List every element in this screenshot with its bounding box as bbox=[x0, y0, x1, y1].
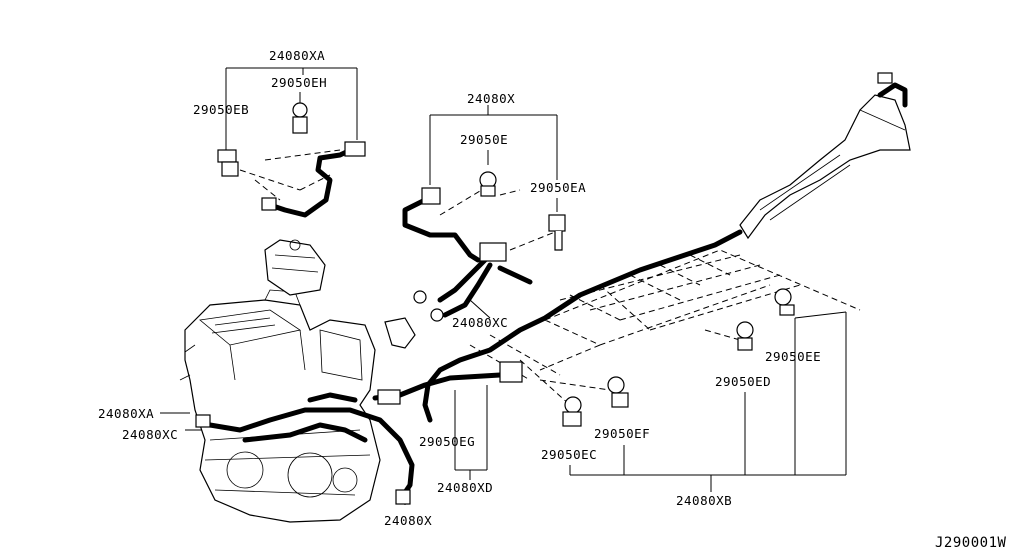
clip-29050ea[interactable] bbox=[548, 214, 566, 251]
label-29050ee[interactable]: 29050EE bbox=[765, 349, 821, 364]
label-24080xa-left[interactable]: 24080XA bbox=[98, 406, 154, 421]
clip-29050ef[interactable] bbox=[607, 376, 629, 408]
label-24080xb[interactable]: 24080XB bbox=[676, 493, 732, 508]
connector-24080xa[interactable] bbox=[261, 141, 366, 211]
clip-29050eh[interactable] bbox=[292, 102, 308, 134]
clip-29050ee[interactable] bbox=[774, 288, 795, 316]
label-24080x-top[interactable]: 24080X bbox=[467, 91, 515, 106]
label-29050ec[interactable]: 29050EC bbox=[541, 447, 597, 462]
connector-24080x[interactable] bbox=[413, 187, 507, 322]
label-29050e[interactable]: 29050E bbox=[460, 132, 508, 147]
label-29050ea[interactable]: 29050EA bbox=[530, 180, 586, 195]
clips-and-connectors bbox=[195, 102, 795, 505]
label-24080x-bottom[interactable]: 24080X bbox=[384, 513, 432, 528]
label-29050ed[interactable]: 29050ED bbox=[715, 374, 771, 389]
leader-lines bbox=[160, 67, 847, 505]
part-labels: 24080XA 29050EH 29050EB 24080X 29050E 29… bbox=[98, 48, 1007, 551]
label-29050eb[interactable]: 29050EB bbox=[193, 102, 249, 117]
harness-duct bbox=[739, 72, 911, 240]
connector-24080x-bottom[interactable] bbox=[395, 489, 411, 505]
clip-29050ed[interactable] bbox=[736, 321, 754, 351]
label-29050eg[interactable]: 29050EG bbox=[419, 434, 475, 449]
clip-29050e[interactable] bbox=[479, 171, 497, 197]
diagram-id: J290001W bbox=[935, 535, 1007, 551]
wiring-harnesses bbox=[207, 145, 743, 500]
label-24080xd[interactable]: 24080XD bbox=[437, 480, 493, 495]
engine-assembly bbox=[179, 239, 381, 523]
label-24080xc-left[interactable]: 24080XC bbox=[122, 427, 178, 442]
clip-29050eb[interactable] bbox=[217, 149, 239, 177]
clip-29050ec[interactable] bbox=[562, 396, 582, 427]
label-29050ef[interactable]: 29050EF bbox=[594, 426, 650, 441]
label-29050eh[interactable]: 29050EH bbox=[271, 75, 327, 90]
label-24080xc-mid[interactable]: 24080XC bbox=[452, 315, 508, 330]
connector-24080xd[interactable] bbox=[499, 361, 523, 383]
connector-24080xa-left[interactable] bbox=[195, 414, 211, 428]
clip-29050eg[interactable] bbox=[377, 317, 416, 405]
label-24080xa-top[interactable]: 24080XA bbox=[269, 48, 325, 63]
